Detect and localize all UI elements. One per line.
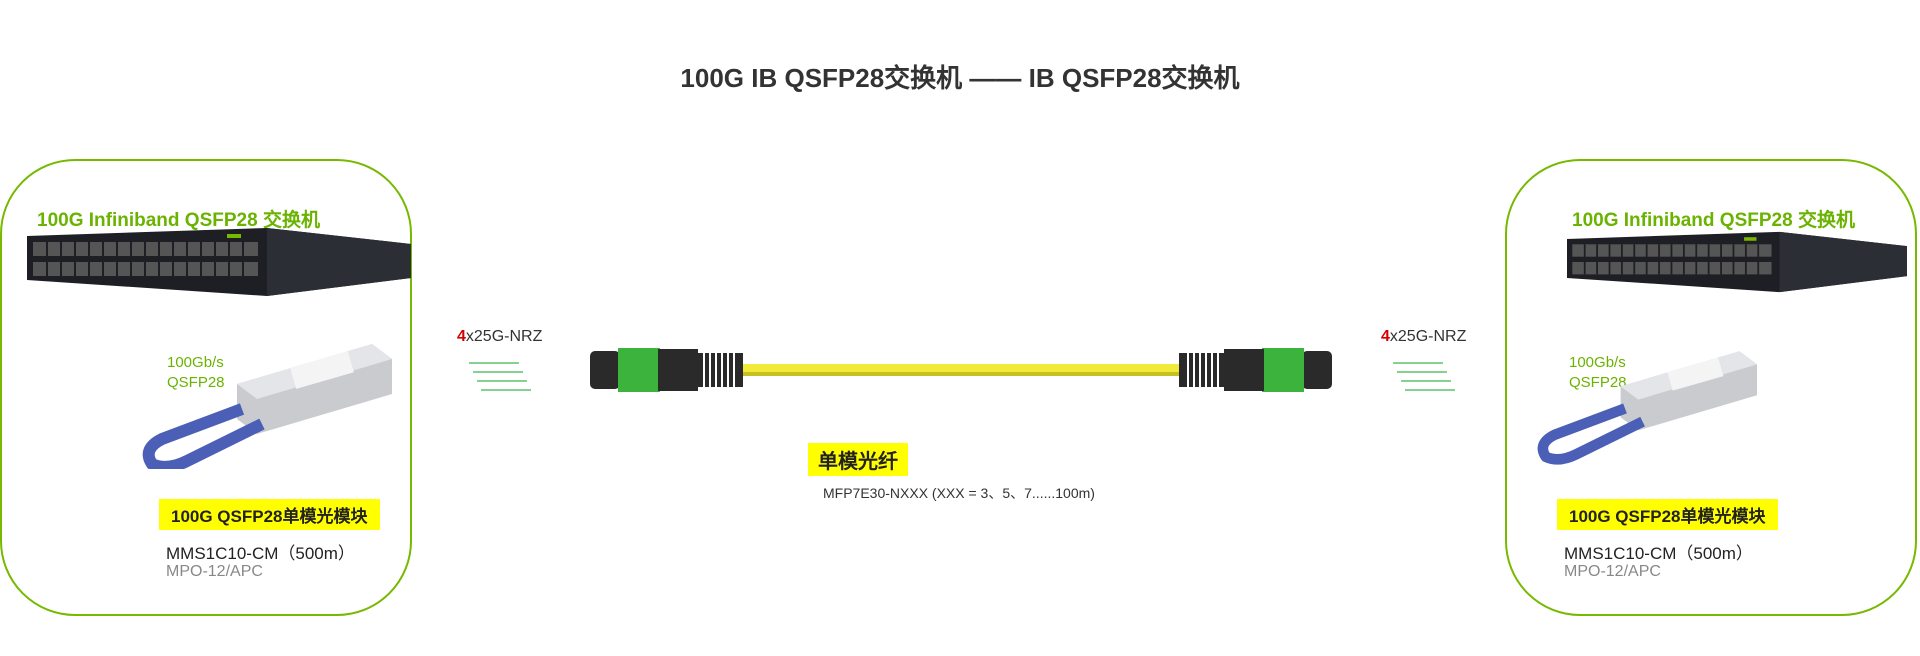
switch-title: 100G Infiniband QSFP28 交换机 <box>1572 210 1855 231</box>
left-lane-label: 4x25G-NRZ <box>457 328 542 346</box>
right-lane-arrows-icon <box>1393 362 1455 391</box>
module-rate-label: 100Gb/s <box>1569 354 1626 371</box>
module-type-label: QSFP28 <box>1569 374 1627 391</box>
qsfp28-module-image <box>142 344 392 469</box>
diagram-title: 100G IB QSFP28交换机 —— IB QSFP28交换机 <box>680 63 1240 93</box>
lane-count: 4 <box>1381 328 1390 345</box>
module-part-number: MMS1C10-CM（500m） <box>1564 544 1753 563</box>
switch-title: 100G Infiniband QSFP28 交换机 <box>37 210 320 231</box>
switch-image <box>1567 231 1907 293</box>
fiber-type-highlight: 单模光纤 <box>808 443 908 476</box>
lane-signal: x25G-NRZ <box>1389 328 1467 345</box>
lane-count: 4 <box>457 328 466 345</box>
module-connector: MPO-12/APC <box>1564 563 1661 580</box>
left-lane-arrows-icon <box>469 362 531 391</box>
lane-signal: x25G-NRZ <box>465 328 543 345</box>
qsfp28-module-image <box>1537 351 1757 465</box>
module-connector: MPO-12/APC <box>166 563 263 580</box>
mpo-fiber-cable-image <box>590 348 1332 392</box>
module-title-highlight: 100G QSFP28单模光模块 <box>159 499 380 530</box>
right-switch-panel: 100G Infiniband QSFP28 交换机 100Gb/s QSFP2… <box>1505 159 1917 616</box>
module-type-label: QSFP28 <box>167 374 225 391</box>
fiber-part-number: MFP7E30-NXXX (XXX = 3、5、7......100m) <box>823 485 1095 501</box>
module-part-number: MMS1C10-CM（500m） <box>166 544 355 563</box>
module-title-highlight: 100G QSFP28单模光模块 <box>1557 499 1778 530</box>
module-rate-label: 100Gb/s <box>167 354 224 371</box>
left-switch-panel: 100G Infiniband QSFP28 交换机 100Gb/s QSFP2… <box>0 159 412 616</box>
switch-image <box>27 228 411 296</box>
right-lane-label: 4x25G-NRZ <box>1381 328 1466 346</box>
